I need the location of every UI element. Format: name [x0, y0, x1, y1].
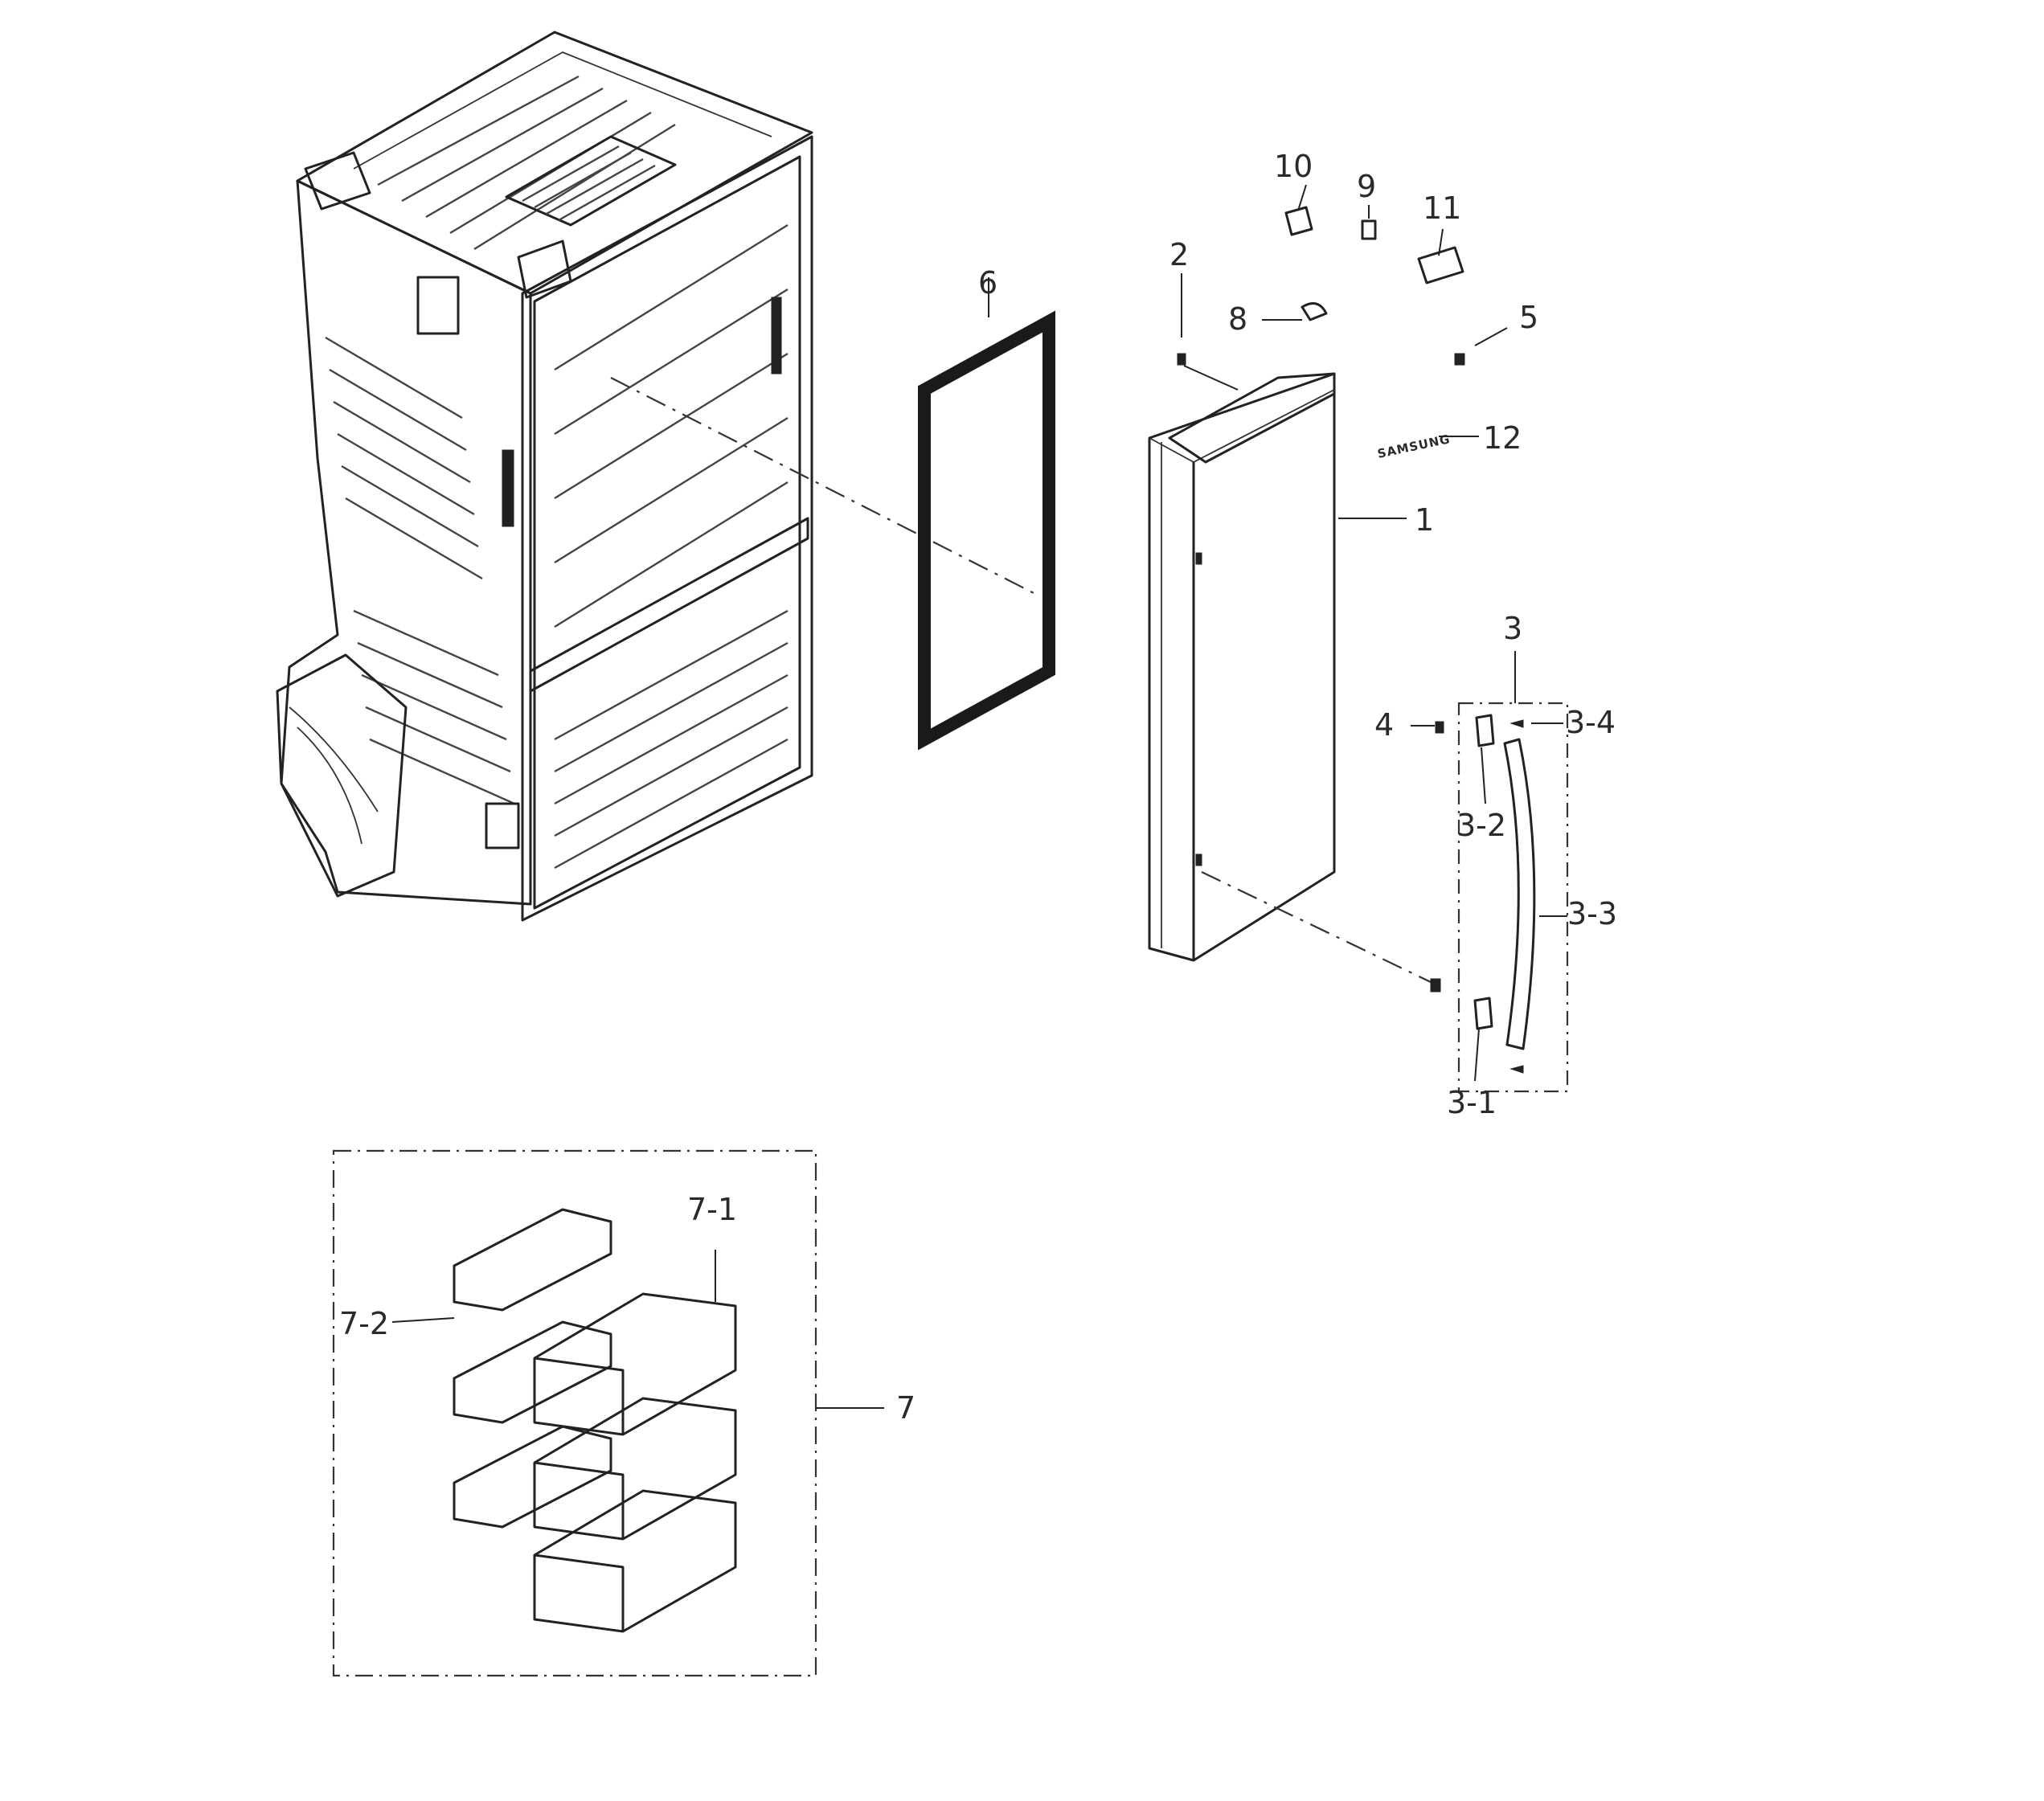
- callout-3-2: 3-2: [1456, 808, 1506, 843]
- callout-2: 2: [1169, 237, 1189, 272]
- screw-4: [1435, 721, 1444, 734]
- assembly-line-cabinet-gasket: [610, 377, 1038, 596]
- refrigerator-door: SAMSUNG: [1148, 372, 1452, 962]
- cap-9: [1361, 219, 1377, 240]
- callout-10: 10: [1274, 149, 1313, 184]
- handle-assembly: [1457, 702, 1569, 1093]
- door-bin-set: [332, 1149, 817, 1677]
- hinge-cover-10: [1284, 206, 1313, 236]
- callout-3: 3: [1503, 611, 1522, 646]
- callout-labels: 1 2 3 3-1 3-2 3-3 3-4 4 5 6 7 7-1 7-2 8 …: [339, 149, 1617, 1426]
- screw-2: [1177, 353, 1186, 366]
- callout-8: 8: [1228, 301, 1247, 337]
- callout-9: 9: [1357, 169, 1376, 204]
- assembly-line-door-screw: [1201, 871, 1432, 983]
- assembly-line-screw-2: [1183, 365, 1239, 391]
- callout-7-1: 7-1: [687, 1192, 737, 1227]
- callout-7: 7: [896, 1390, 915, 1426]
- refrigerator-cabinet: [276, 31, 813, 922]
- callout-4: 4: [1374, 707, 1394, 743]
- hinge-pin-8: [1301, 302, 1328, 321]
- leader-lines: [391, 184, 1567, 1409]
- hinge-11: [1417, 246, 1464, 284]
- callout-11: 11: [1423, 190, 1461, 226]
- bushing-5: [1454, 353, 1465, 366]
- small-hardware: [1177, 206, 1465, 993]
- callout-5: 5: [1519, 300, 1538, 335]
- callout-3-4: 3-4: [1566, 705, 1616, 740]
- callout-12: 12: [1483, 420, 1522, 456]
- door-gasket: [918, 310, 1055, 751]
- callout-7-2: 7-2: [339, 1306, 389, 1341]
- callout-3-3: 3-3: [1567, 896, 1617, 931]
- screw-lower: [1430, 978, 1441, 993]
- callout-3-1: 3-1: [1447, 1085, 1497, 1120]
- callout-1: 1: [1415, 502, 1434, 538]
- callout-6: 6: [978, 265, 997, 301]
